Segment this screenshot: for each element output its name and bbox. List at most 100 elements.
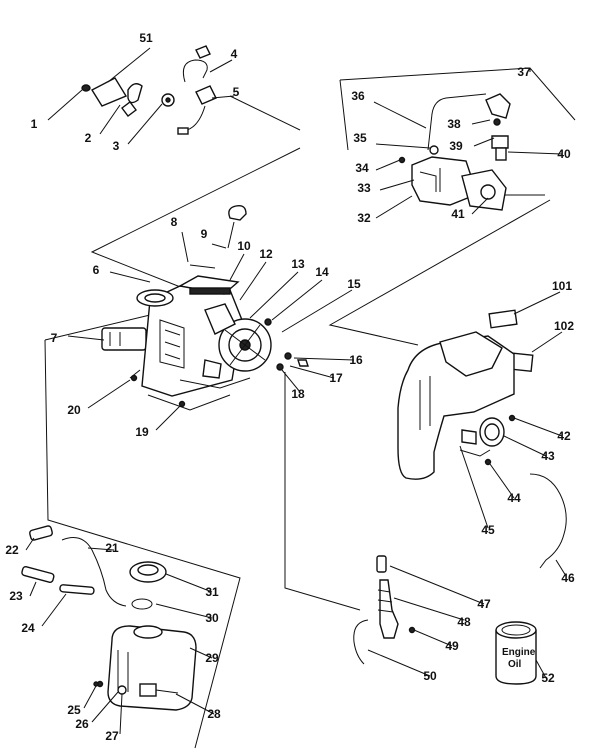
part-label-5: 5 bbox=[233, 85, 240, 99]
leader-line-43 bbox=[503, 435, 547, 457]
part-label-48: 48 bbox=[457, 615, 471, 629]
leader-line-29 bbox=[189, 647, 213, 659]
part-label-9: 9 bbox=[201, 227, 208, 241]
leader-line-44 bbox=[489, 463, 515, 499]
part-label-51: 51 bbox=[139, 31, 153, 45]
part-label-25: 25 bbox=[67, 703, 81, 717]
leader-line-4 bbox=[209, 59, 233, 73]
leader-line-9 bbox=[211, 243, 227, 249]
leader-line-26 bbox=[91, 691, 119, 723]
part-label-29: 29 bbox=[205, 651, 219, 665]
housing-group bbox=[397, 309, 567, 569]
part-label-42: 42 bbox=[557, 429, 571, 443]
part-label-33: 33 bbox=[357, 181, 371, 195]
leader-lines bbox=[25, 47, 567, 735]
part-label-30: 30 bbox=[205, 611, 219, 625]
part-label-14: 14 bbox=[315, 265, 329, 279]
leader-line-49 bbox=[413, 629, 453, 647]
ignition-parts-group bbox=[81, 45, 217, 135]
part-label-15: 15 bbox=[347, 277, 361, 291]
leader-line-27 bbox=[119, 693, 123, 735]
leader-line-30 bbox=[155, 603, 213, 619]
part-label-8: 8 bbox=[171, 215, 178, 229]
leader-line-12 bbox=[239, 261, 267, 301]
leader-line-23 bbox=[29, 581, 37, 597]
part-label-19: 19 bbox=[135, 425, 149, 439]
primer-group bbox=[353, 555, 416, 665]
leader-line-22 bbox=[25, 537, 35, 551]
part-label-47: 47 bbox=[477, 597, 491, 611]
part-label-38: 38 bbox=[447, 117, 461, 131]
leader-line-31 bbox=[165, 573, 213, 593]
part-label-23: 23 bbox=[9, 589, 23, 603]
leader-line-48 bbox=[393, 597, 465, 621]
part-label-32: 32 bbox=[357, 211, 371, 225]
part-label-13: 13 bbox=[291, 257, 305, 271]
part-label-40: 40 bbox=[557, 147, 571, 161]
part-label-44: 44 bbox=[507, 491, 521, 505]
leader-line-45 bbox=[459, 445, 489, 529]
leader-line-6 bbox=[109, 271, 151, 283]
part-label-39: 39 bbox=[449, 139, 463, 153]
part-label-52: 52 bbox=[541, 671, 555, 685]
part-number-labels: 1234576891012131415161718192021222324252… bbox=[5, 31, 575, 743]
part-label-41: 41 bbox=[451, 207, 465, 221]
leader-line-40 bbox=[507, 151, 563, 155]
part-label-24: 24 bbox=[21, 621, 35, 635]
part-label-101: 101 bbox=[552, 279, 572, 293]
leader-line-32 bbox=[375, 195, 413, 219]
leader-line-33 bbox=[379, 179, 415, 191]
leader-line-102 bbox=[531, 331, 563, 353]
part-label-46: 46 bbox=[561, 571, 575, 585]
ignition-coil-group bbox=[398, 93, 511, 211]
oil-can-label-line-2: Oil bbox=[508, 659, 522, 670]
leader-line-7 bbox=[67, 335, 105, 341]
part-label-1: 1 bbox=[31, 117, 38, 131]
part-label-6: 6 bbox=[93, 263, 100, 277]
part-label-3: 3 bbox=[113, 139, 120, 153]
leader-line-34 bbox=[375, 159, 401, 171]
engine-oil-can: Engine Oil bbox=[495, 621, 537, 685]
part-label-18: 18 bbox=[291, 387, 305, 401]
part-label-35: 35 bbox=[353, 131, 367, 145]
leader-line-24 bbox=[41, 593, 67, 627]
leader-line-8 bbox=[181, 231, 189, 263]
part-label-16: 16 bbox=[349, 353, 363, 367]
part-label-10: 10 bbox=[237, 239, 251, 253]
oil-can-label-line-1: Engine bbox=[502, 647, 536, 658]
part-label-34: 34 bbox=[355, 161, 369, 175]
leader-line-25 bbox=[83, 685, 97, 709]
part-label-36: 36 bbox=[351, 89, 365, 103]
part-label-45: 45 bbox=[481, 523, 495, 537]
leader-line-10 bbox=[229, 253, 245, 281]
leader-line-36 bbox=[373, 101, 427, 129]
leader-line-101 bbox=[513, 291, 561, 315]
part-label-102: 102 bbox=[554, 319, 574, 333]
part-label-7: 7 bbox=[51, 331, 58, 345]
part-label-4: 4 bbox=[231, 47, 238, 61]
leader-line-19 bbox=[155, 405, 181, 431]
part-label-21: 21 bbox=[105, 541, 119, 555]
part-label-12: 12 bbox=[259, 247, 273, 261]
part-label-26: 26 bbox=[75, 717, 89, 731]
group-outline-lines bbox=[44, 67, 576, 749]
leader-line-28 bbox=[175, 693, 215, 715]
leader-line-21 bbox=[87, 547, 115, 551]
leader-line-13 bbox=[249, 271, 299, 319]
part-label-28: 28 bbox=[207, 707, 221, 721]
leader-line-39 bbox=[473, 137, 495, 147]
part-label-50: 50 bbox=[423, 669, 437, 683]
part-label-31: 31 bbox=[205, 585, 219, 599]
part-label-37: 37 bbox=[517, 65, 531, 79]
engine-block-group bbox=[101, 204, 309, 408]
part-label-2: 2 bbox=[85, 131, 92, 145]
leader-line-46 bbox=[555, 559, 567, 577]
part-label-22: 22 bbox=[5, 543, 19, 557]
leader-line-17 bbox=[289, 365, 335, 379]
leader-line-18 bbox=[281, 369, 301, 393]
leader-line-5 bbox=[211, 95, 235, 99]
leader-line-1 bbox=[47, 89, 83, 121]
part-label-20: 20 bbox=[67, 403, 81, 417]
leader-line-16 bbox=[293, 357, 355, 361]
